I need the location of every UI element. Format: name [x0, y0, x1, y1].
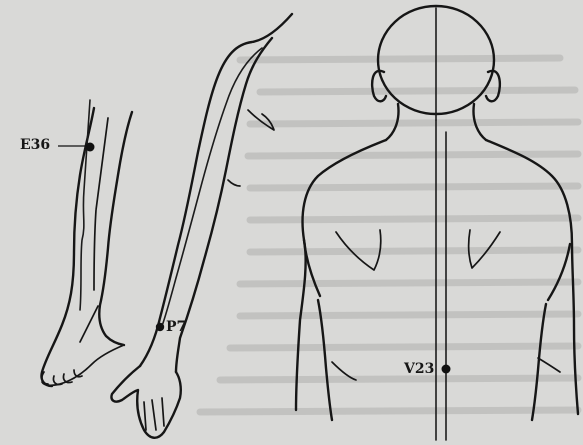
p7-label: P7 — [166, 320, 186, 334]
waist-crease-right — [538, 358, 560, 372]
arm-outline-lower — [176, 38, 272, 372]
e36-label: E36 — [20, 138, 50, 152]
e36-point-marker — [86, 143, 95, 152]
hand-fingers — [144, 398, 164, 430]
acupoint-p7 — [156, 323, 164, 331]
scapula-right — [469, 230, 500, 268]
v23-label: V23 — [404, 362, 434, 376]
p7-point-marker — [156, 323, 164, 331]
foot-outline — [42, 345, 124, 385]
ankle-contour — [80, 306, 98, 342]
armpit-right — [548, 244, 570, 300]
shoulder-right — [486, 140, 578, 414]
acupoint-e36 — [58, 143, 95, 152]
torso-left — [318, 300, 332, 420]
lung-meridian-line — [162, 48, 262, 326]
leg-figure — [41, 100, 132, 386]
stomach-meridian-line — [80, 100, 90, 310]
arm-outline-upper — [140, 14, 292, 366]
arm-shoulder-contour — [248, 110, 274, 130]
scapula-left — [336, 230, 381, 270]
back-figure — [296, 6, 578, 440]
arm-elbow-contour — [228, 180, 240, 186]
arm-figure — [111, 14, 292, 438]
neck-right — [474, 104, 487, 140]
v23-point-marker — [442, 365, 451, 374]
waist-crease-left — [332, 362, 356, 380]
neck-left — [386, 104, 399, 140]
acupoint-v23 — [442, 365, 451, 374]
